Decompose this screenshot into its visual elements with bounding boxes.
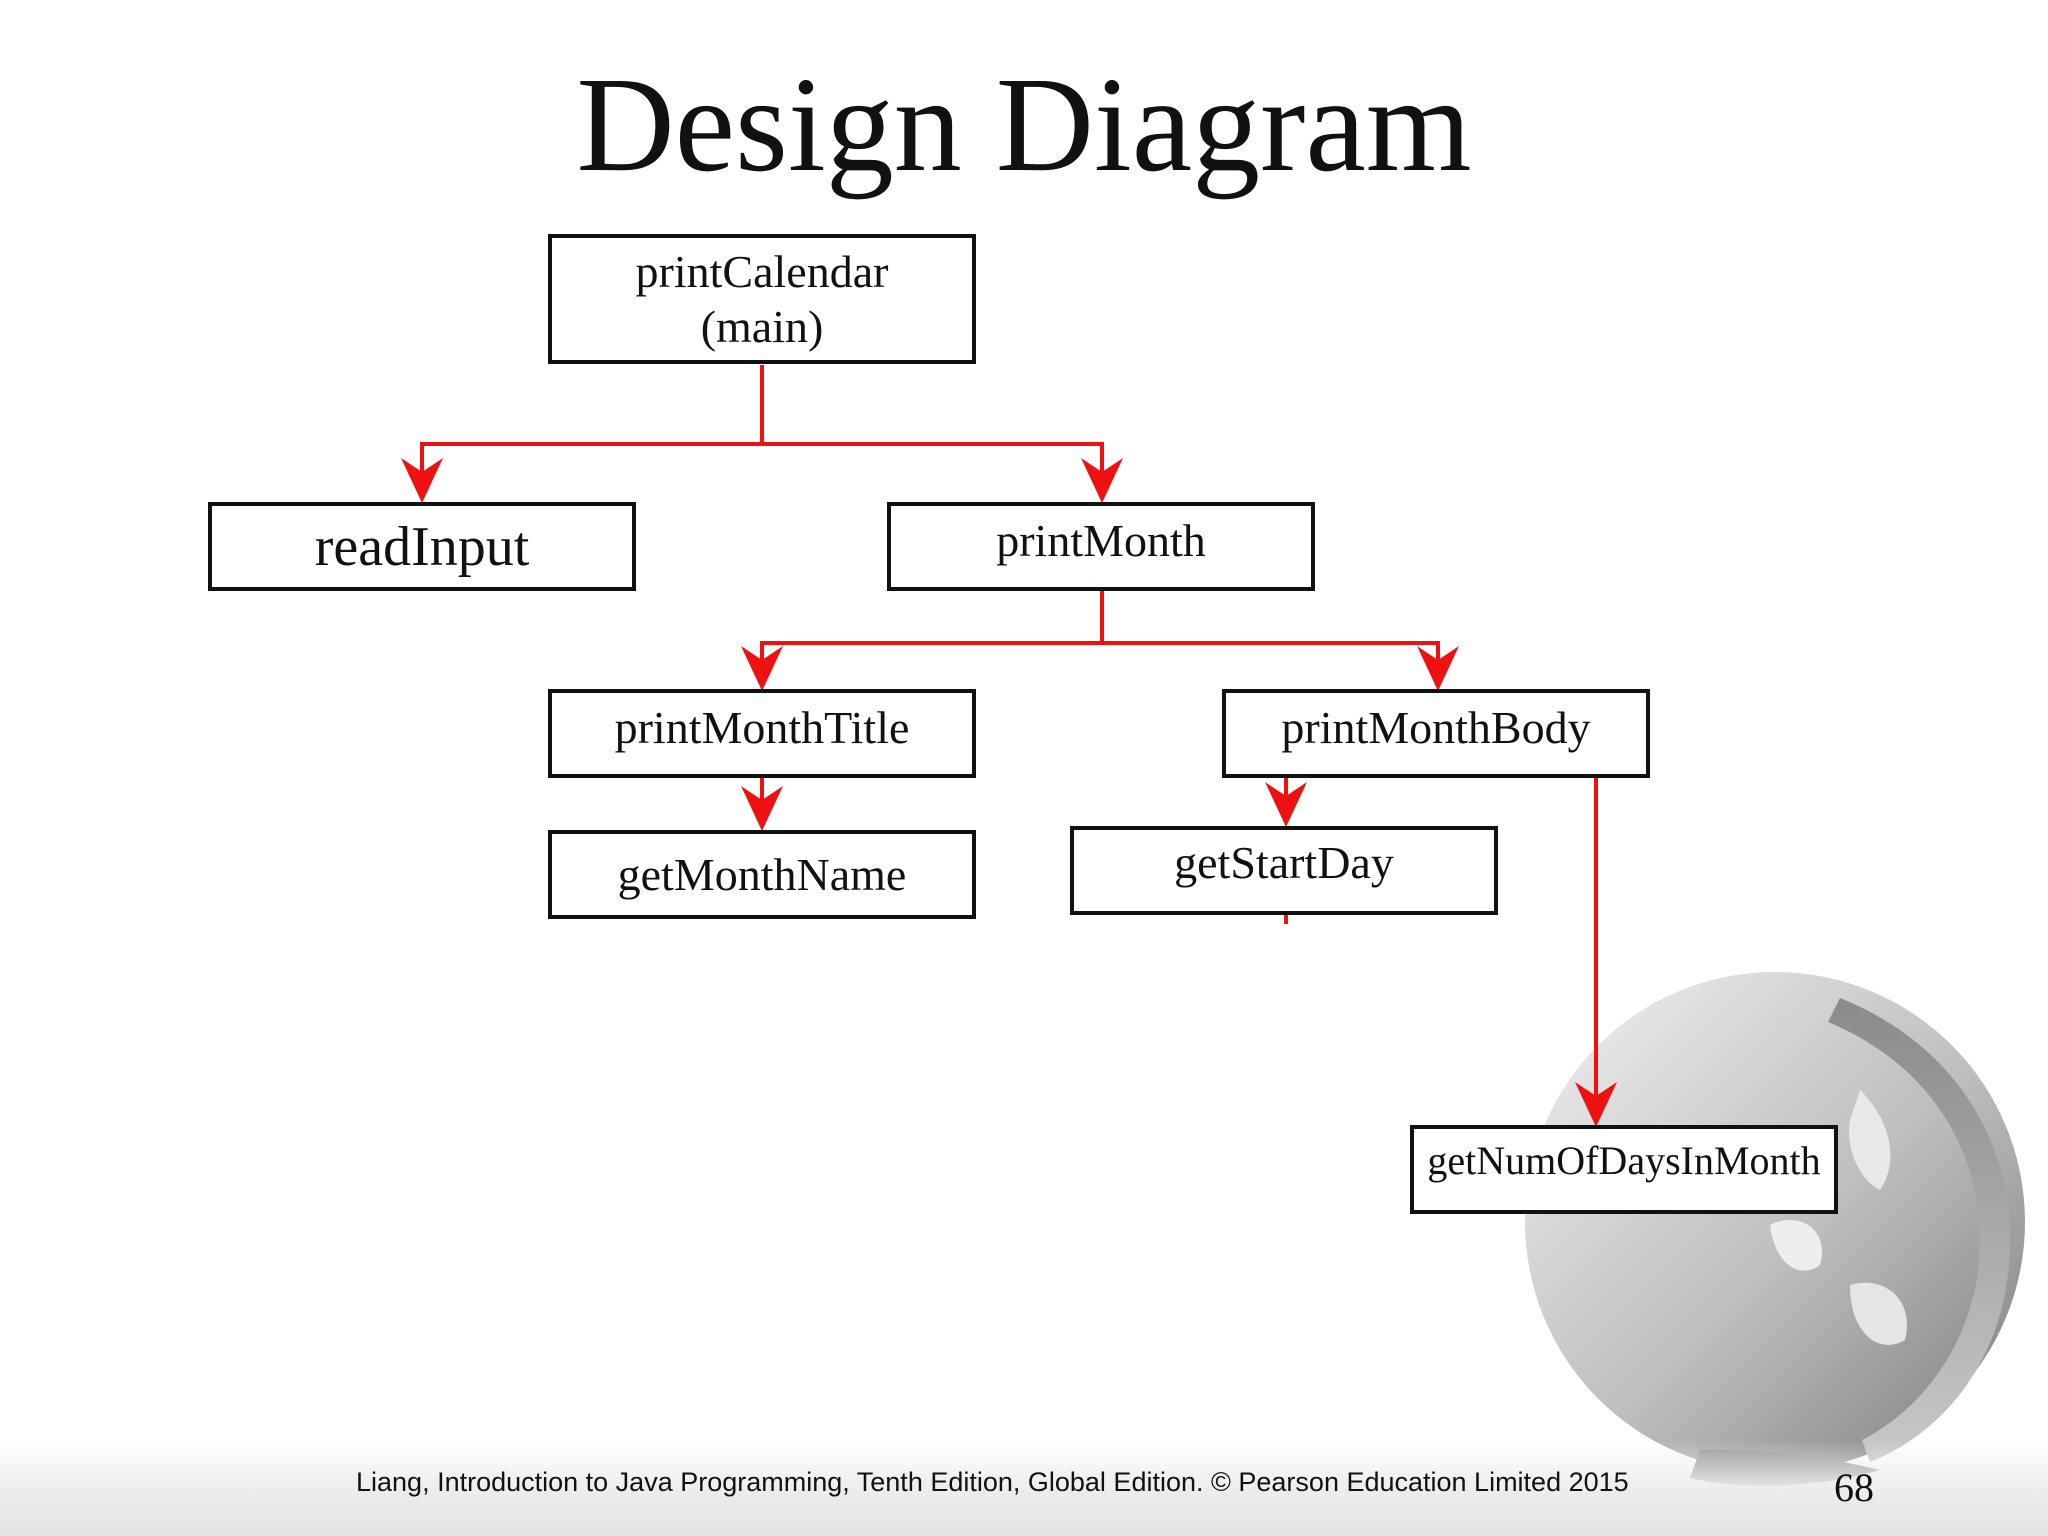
footer-band bbox=[0, 1440, 2048, 1536]
node-label: readInput bbox=[314, 515, 530, 578]
footer-citation: Liang, Introduction to Java Programming,… bbox=[356, 1467, 1629, 1497]
arrowhead bbox=[741, 646, 783, 691]
arrowhead bbox=[401, 458, 443, 503]
arrowhead bbox=[1575, 1082, 1617, 1127]
node-label-line: (main) bbox=[700, 301, 824, 352]
node-getNumOfDaysInMonth: getNumOfDaysInMonth bbox=[1410, 1125, 1838, 1214]
arrowhead bbox=[1265, 782, 1307, 827]
node-printMonthBody: printMonthBody bbox=[1222, 689, 1650, 778]
node-label: printMonth bbox=[996, 515, 1206, 566]
node-label: getStartDay bbox=[1174, 837, 1394, 888]
node-label-line: printCalendar bbox=[635, 246, 889, 297]
node-label: getNumOfDaysInMonth bbox=[1427, 1138, 1821, 1183]
edge-printCalendar-readInput bbox=[420, 365, 764, 492]
node-label: getMonthName bbox=[617, 849, 907, 900]
node-printMonth: printMonth bbox=[887, 502, 1315, 591]
edge-printMonth-printMonthBody bbox=[1102, 641, 1440, 680]
arrowhead bbox=[1417, 646, 1459, 691]
node-label: printMonthBody bbox=[1281, 702, 1591, 753]
slide-title: Design Diagram bbox=[576, 50, 1472, 200]
arrowhead bbox=[1081, 458, 1123, 503]
node-printMonthTitle: printMonthTitle bbox=[548, 689, 976, 778]
node-printCalendar: printCalendar (main) bbox=[548, 234, 976, 364]
node-readInput: readInput bbox=[208, 502, 636, 591]
edge-printMonth-printMonthTitle bbox=[760, 590, 1104, 680]
arrowhead bbox=[741, 786, 783, 831]
node-label: printMonthTitle bbox=[614, 702, 910, 753]
page-number: 68 bbox=[1834, 1465, 1874, 1510]
edge-printCalendar-printMonth bbox=[762, 442, 1104, 492]
node-getMonthName: getMonthName bbox=[548, 830, 976, 919]
node-getStartDay: getStartDay bbox=[1070, 826, 1498, 915]
